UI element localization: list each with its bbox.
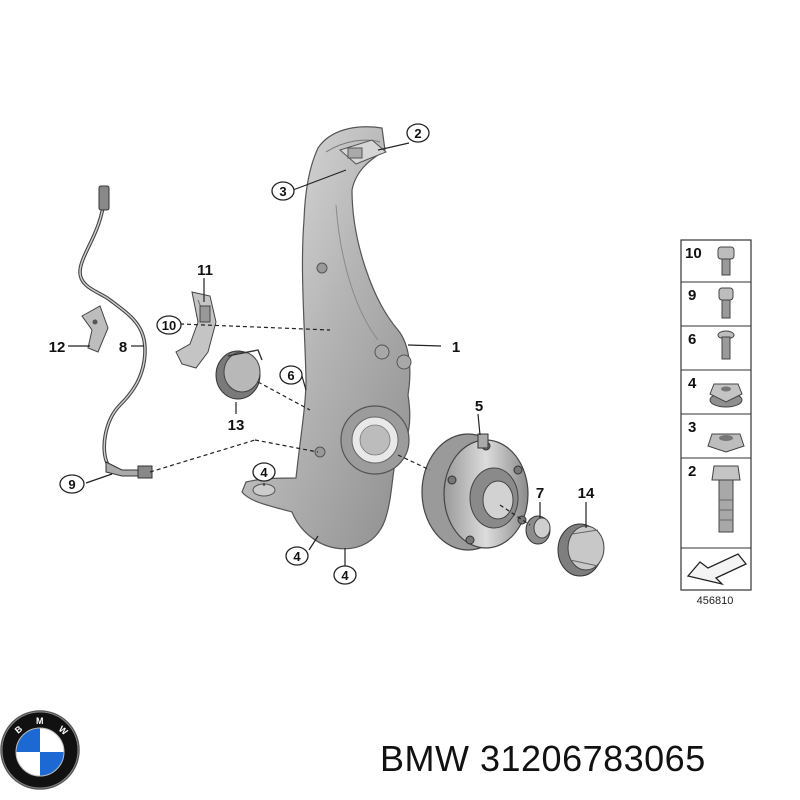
svg-text:4: 4 (293, 549, 301, 564)
countersunk-screw-icon (717, 330, 735, 360)
svg-text:1: 1 (452, 339, 460, 356)
legend-label-3: 3 (688, 419, 696, 436)
callout-14: 14 (578, 485, 595, 502)
callout-3: 3 (271, 181, 295, 201)
svg-text:14: 14 (578, 485, 595, 502)
svg-text:13: 13 (228, 417, 245, 434)
callout-6: 6 (279, 365, 303, 385)
svg-text:4: 4 (341, 568, 349, 583)
svg-text:M: M (36, 716, 44, 726)
svg-text:9: 9 (68, 477, 75, 492)
svg-text:8: 8 (119, 339, 127, 356)
callout-4c: 4 (333, 565, 357, 585)
svg-text:5: 5 (475, 398, 483, 415)
svg-text:2: 2 (414, 126, 421, 141)
callout-10: 10 (156, 315, 182, 335)
collar-nut (525, 515, 551, 545)
steering-knuckle (241, 126, 412, 550)
fastener-legend: 10 9 6 4 3 2 (680, 239, 752, 607)
callout-7: 7 (536, 485, 544, 502)
cable-clip (81, 305, 109, 353)
callout-4a: 4 (252, 462, 276, 482)
hub-cap (557, 523, 605, 577)
diagram-number: 456810 (697, 595, 734, 607)
socket-screw-icon (718, 287, 734, 319)
legend-label-6: 6 (688, 331, 696, 348)
svg-text:3: 3 (279, 184, 286, 199)
svg-text:11: 11 (197, 262, 213, 279)
collar-nut-icon (709, 383, 743, 408)
legend-label-9: 9 (688, 287, 696, 304)
dust-cap (215, 349, 263, 400)
legend-label-2: 2 (688, 463, 696, 480)
legend-label-10: 10 (685, 245, 702, 262)
direction-arrow-icon (686, 553, 748, 586)
svg-text:4: 4 (260, 465, 268, 480)
brand-part-number: BMW 31206783065 (380, 738, 706, 779)
svg-text:12: 12 (49, 339, 66, 356)
hex-bolt-icon (711, 465, 741, 533)
svg-text:10: 10 (162, 318, 176, 333)
bmw-logo: B M W (0, 710, 80, 790)
callout-12: 12 (49, 339, 66, 356)
callout-2: 2 (406, 123, 430, 143)
callout-8: 8 (119, 339, 127, 356)
svg-text:6: 6 (287, 368, 294, 383)
socket-bolt-icon (717, 246, 735, 276)
callout-5: 5 (475, 398, 483, 415)
callout-13: 13 (228, 417, 245, 434)
wheel-hub (421, 433, 529, 551)
callout-11: 11 (197, 262, 213, 279)
svg-text:B: B (13, 723, 25, 735)
abs-sensor-cable (78, 185, 153, 479)
sensor-bracket (175, 291, 217, 369)
callout-9: 9 (59, 474, 85, 494)
svg-text:7: 7 (536, 485, 544, 502)
callout-4b: 4 (285, 546, 309, 566)
legend-label-4: 4 (688, 375, 697, 392)
hex-nut-icon (707, 433, 745, 453)
callout-1: 1 (452, 339, 460, 356)
